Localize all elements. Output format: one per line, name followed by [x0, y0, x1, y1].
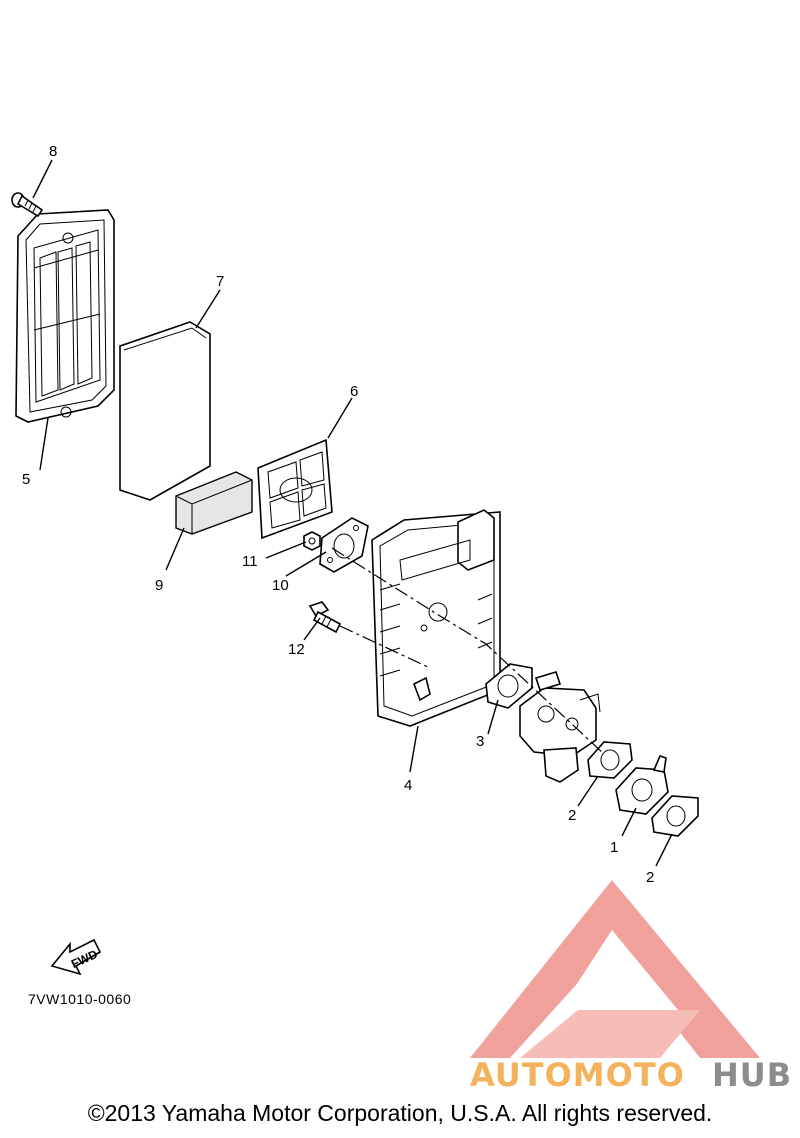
callout-1: 1 [610, 839, 618, 856]
part-11-nut [303, 531, 321, 551]
part-3-gasket [485, 663, 533, 709]
callout-4: 4 [404, 777, 412, 794]
part-1-insulator [615, 755, 669, 815]
part-4-air-cleaner-case [371, 509, 501, 727]
part-5-cover [15, 209, 115, 423]
callout-11: 11 [242, 553, 258, 570]
assembly-line-upper [331, 547, 605, 755]
leader-lines [32, 159, 673, 867]
fwd-arrow: FWD [50, 938, 102, 976]
callout-9: 9 [155, 577, 163, 594]
callout-8: 8 [49, 143, 57, 160]
callout-6: 6 [350, 383, 358, 400]
callout-5: 5 [22, 471, 30, 488]
callout-12: 12 [288, 641, 305, 658]
callout-3: 3 [476, 733, 484, 750]
part-10-gasket [319, 517, 369, 573]
assembly-line-lower [339, 625, 431, 669]
part-9-sponge [175, 471, 253, 535]
watermark-text-hub: HUB [712, 1056, 792, 1094]
carburetor [519, 671, 601, 783]
watermark-text-automoto: AUTOMOTO [470, 1056, 685, 1094]
diagram-code: 7VW1010-0060 [28, 991, 132, 1007]
copyright-notice: ©2013 Yamaha Motor Corporation, U.S.A. A… [87, 1100, 713, 1126]
part-12-bolt [308, 601, 342, 634]
part-2-gasket-first [587, 741, 633, 779]
part-2-gasket-second [651, 795, 699, 837]
callout-2-second: 2 [646, 869, 654, 886]
callout-7: 7 [216, 273, 224, 290]
automotohub-watermark-logo [470, 880, 760, 1058]
part-8-screw [11, 192, 44, 218]
part-6-gasket-screen [257, 438, 333, 540]
callout-10: 10 [272, 577, 289, 594]
part-7-filter-element [119, 321, 211, 501]
callout-2-first: 2 [568, 807, 576, 824]
